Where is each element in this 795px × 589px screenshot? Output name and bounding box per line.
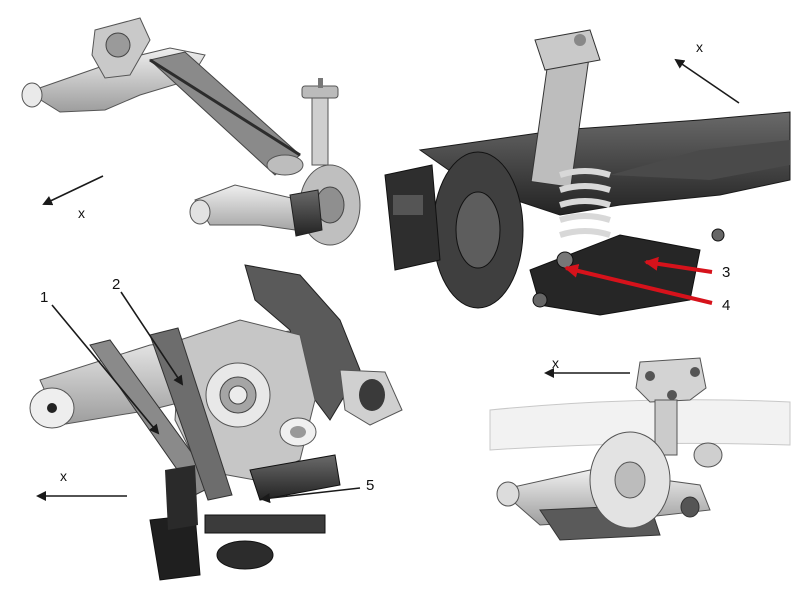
strut-body bbox=[654, 399, 678, 456]
panel-bottom-right-rear-view: x bbox=[489, 355, 791, 541]
brake-caliper bbox=[289, 189, 323, 237]
subframe-left-bushing bbox=[21, 82, 43, 108]
dark-lower-arm bbox=[529, 234, 701, 316]
coil-spring bbox=[559, 168, 611, 238]
strut-top-mount bbox=[635, 357, 707, 403]
damper-strut bbox=[311, 94, 329, 166]
callout-2-label: 2 bbox=[112, 276, 120, 293]
callout-5-arrow bbox=[260, 487, 361, 504]
callout-5-label: 5 bbox=[366, 477, 374, 494]
direction-x-label: x bbox=[552, 355, 559, 371]
callout-3-arrow bbox=[644, 256, 713, 274]
callout-3-label: 3 bbox=[722, 264, 730, 281]
callout-1-label: 1 bbox=[40, 289, 48, 306]
direction-x-label: x bbox=[60, 468, 67, 484]
direction-x-arrow bbox=[42, 175, 104, 206]
upper-dark-member bbox=[244, 264, 361, 421]
strut-top-mount bbox=[534, 29, 601, 71]
dark-caliper bbox=[384, 164, 441, 271]
direction-x-label: x bbox=[696, 39, 703, 55]
direction-x-label: x bbox=[78, 205, 85, 221]
panel-bottom-left-knuckle: x 1 2 5 bbox=[29, 264, 403, 581]
panel-top-left-subframe: x bbox=[21, 17, 361, 246]
panel-top-right-strut: x 3 4 bbox=[384, 29, 791, 316]
callout-1-arrow bbox=[51, 304, 160, 435]
link-2 bbox=[149, 327, 233, 501]
callout-2-arrow bbox=[120, 291, 184, 386]
lower-link-5 bbox=[249, 454, 341, 501]
direction-x-arrow bbox=[674, 58, 740, 104]
callout-4-arrow bbox=[564, 263, 713, 305]
body-shell-outline bbox=[489, 399, 791, 451]
lower-brake-bracket bbox=[204, 514, 326, 534]
callout-4-label: 4 bbox=[722, 297, 730, 314]
